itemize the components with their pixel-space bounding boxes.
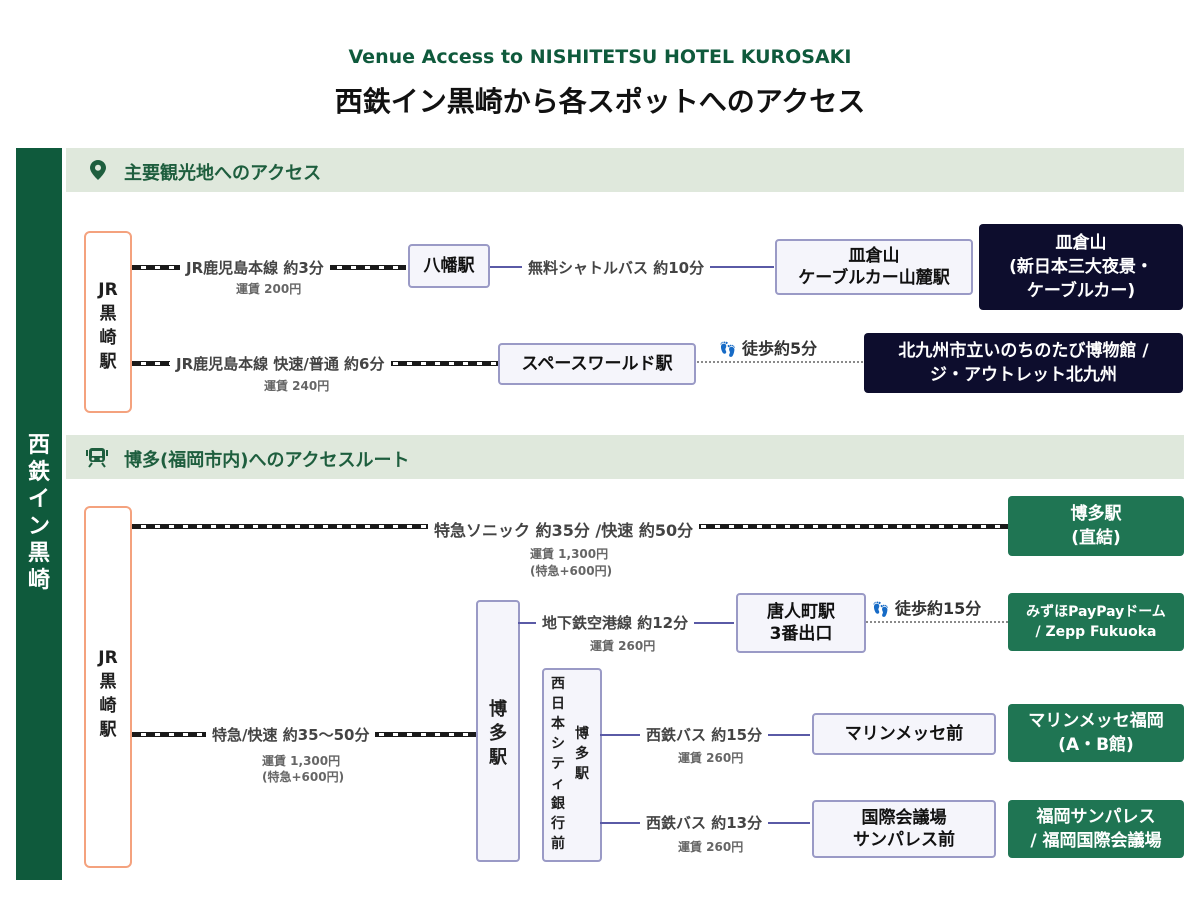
footprints-icon: 👣 xyxy=(872,602,890,618)
route-label-sonic: 特急ソニック 約35分 /快速 約50分 xyxy=(428,517,700,541)
walk-label-15min-text: 徒歩約15分 xyxy=(895,599,982,618)
destination-museum-outlet[interactable]: 北九州市立いのちのたび博物館 /ジ・アウトレット北九州 xyxy=(864,333,1183,393)
fare-sonic: 運賃 1,300円 xyxy=(530,547,609,561)
destination-marine-messe[interactable]: マリンメッセ福岡(A・B館) xyxy=(1008,704,1184,762)
train-icon xyxy=(86,448,108,468)
origin-station-2[interactable] xyxy=(84,506,132,868)
fare-hakata: 運賃 1,300円 xyxy=(262,754,341,768)
station-sarakura-cable[interactable]: 皿倉山ケーブルカー山麓駅 xyxy=(775,239,973,295)
title-english: Venue Access to NISHITETSU HOTEL KUROSAK… xyxy=(348,46,852,68)
station-yahata[interactable]: 八幡駅 xyxy=(408,244,490,288)
route-label-shuttle: 無料シャトルバス 約10分 xyxy=(522,257,711,278)
bus-stop-label-hakata: 博多駅 xyxy=(575,726,589,782)
bus-stop-box[interactable] xyxy=(542,668,602,862)
station-spaceworld[interactable]: スペースワールド駅 xyxy=(498,343,696,385)
station-sunpalace[interactable]: 国際会議場サンパレス前 xyxy=(812,800,996,858)
footprints-icon: 👣 xyxy=(719,342,737,358)
fare-sonic-express: (特急+600円) xyxy=(530,564,613,578)
hub-hakata-station[interactable] xyxy=(476,600,520,862)
hub-hakata-label: 博多駅 xyxy=(489,699,507,768)
section1-title: 主要観光地へのアクセス xyxy=(124,163,322,184)
fare-spaceworld: 運賃 240円 xyxy=(264,379,330,393)
walk-path-dome xyxy=(866,621,1008,623)
origin-station-1[interactable] xyxy=(84,231,132,413)
destination-paypay-dome[interactable]: みずほPayPayドーム/ Zepp Fukuoka xyxy=(1008,593,1184,651)
route-label-hakata: 特急/快速 約35〜50分 xyxy=(206,724,376,745)
section2-header: 博多(福岡市内)へのアクセスルート xyxy=(66,435,1184,479)
section2-title: 博多(福岡市内)へのアクセスルート xyxy=(124,450,410,471)
title-japanese: 西鉄イン黒崎から各スポットへのアクセス xyxy=(334,85,866,118)
destination-hakata-station[interactable]: 博多駅(直結) xyxy=(1008,496,1184,556)
route-label-yahata: JR鹿児島本線 約3分 xyxy=(180,257,330,278)
section1-header: 主要観光地へのアクセス xyxy=(66,148,1184,192)
sidebar xyxy=(16,148,62,880)
destination-sunpalace[interactable]: 福岡サンパレス/ 福岡国際会議場 xyxy=(1008,800,1184,858)
walk-path-museum xyxy=(697,361,863,363)
route-label-bus-15: 西鉄バス 約15分 xyxy=(640,724,769,745)
map-pin-icon xyxy=(90,160,106,180)
route-label-bus-13: 西鉄バス 約13分 xyxy=(640,812,769,833)
route-label-spaceworld: JR鹿児島本線 快速/普通 約6分 xyxy=(170,353,391,374)
fare-bus-15: 運賃 260円 xyxy=(678,751,744,765)
walk-label-5min: 👣 徒歩約5分 xyxy=(713,335,824,359)
station-marine-messe[interactable]: マリンメッセ前 xyxy=(812,713,996,755)
route-label-subway: 地下鉄空港線 約12分 xyxy=(536,612,695,633)
fare-hakata-express: (特急+600円) xyxy=(262,770,345,784)
bus-stop-label-bank: 西日本シティ銀行前 xyxy=(551,676,565,852)
destination-sarakura[interactable]: 皿倉山(新日本三大夜景・ケーブルカー) xyxy=(979,224,1183,310)
fare-yahata: 運賃 200円 xyxy=(236,282,302,296)
walk-label-15min: 👣 徒歩約15分 xyxy=(866,595,988,619)
fare-subway: 運賃 260円 xyxy=(590,639,656,653)
walk-label-5min-text: 徒歩約5分 xyxy=(742,339,818,358)
fare-bus-13: 運賃 260円 xyxy=(678,840,744,854)
sidebar-label: 西鉄イン黒崎 xyxy=(27,433,50,593)
